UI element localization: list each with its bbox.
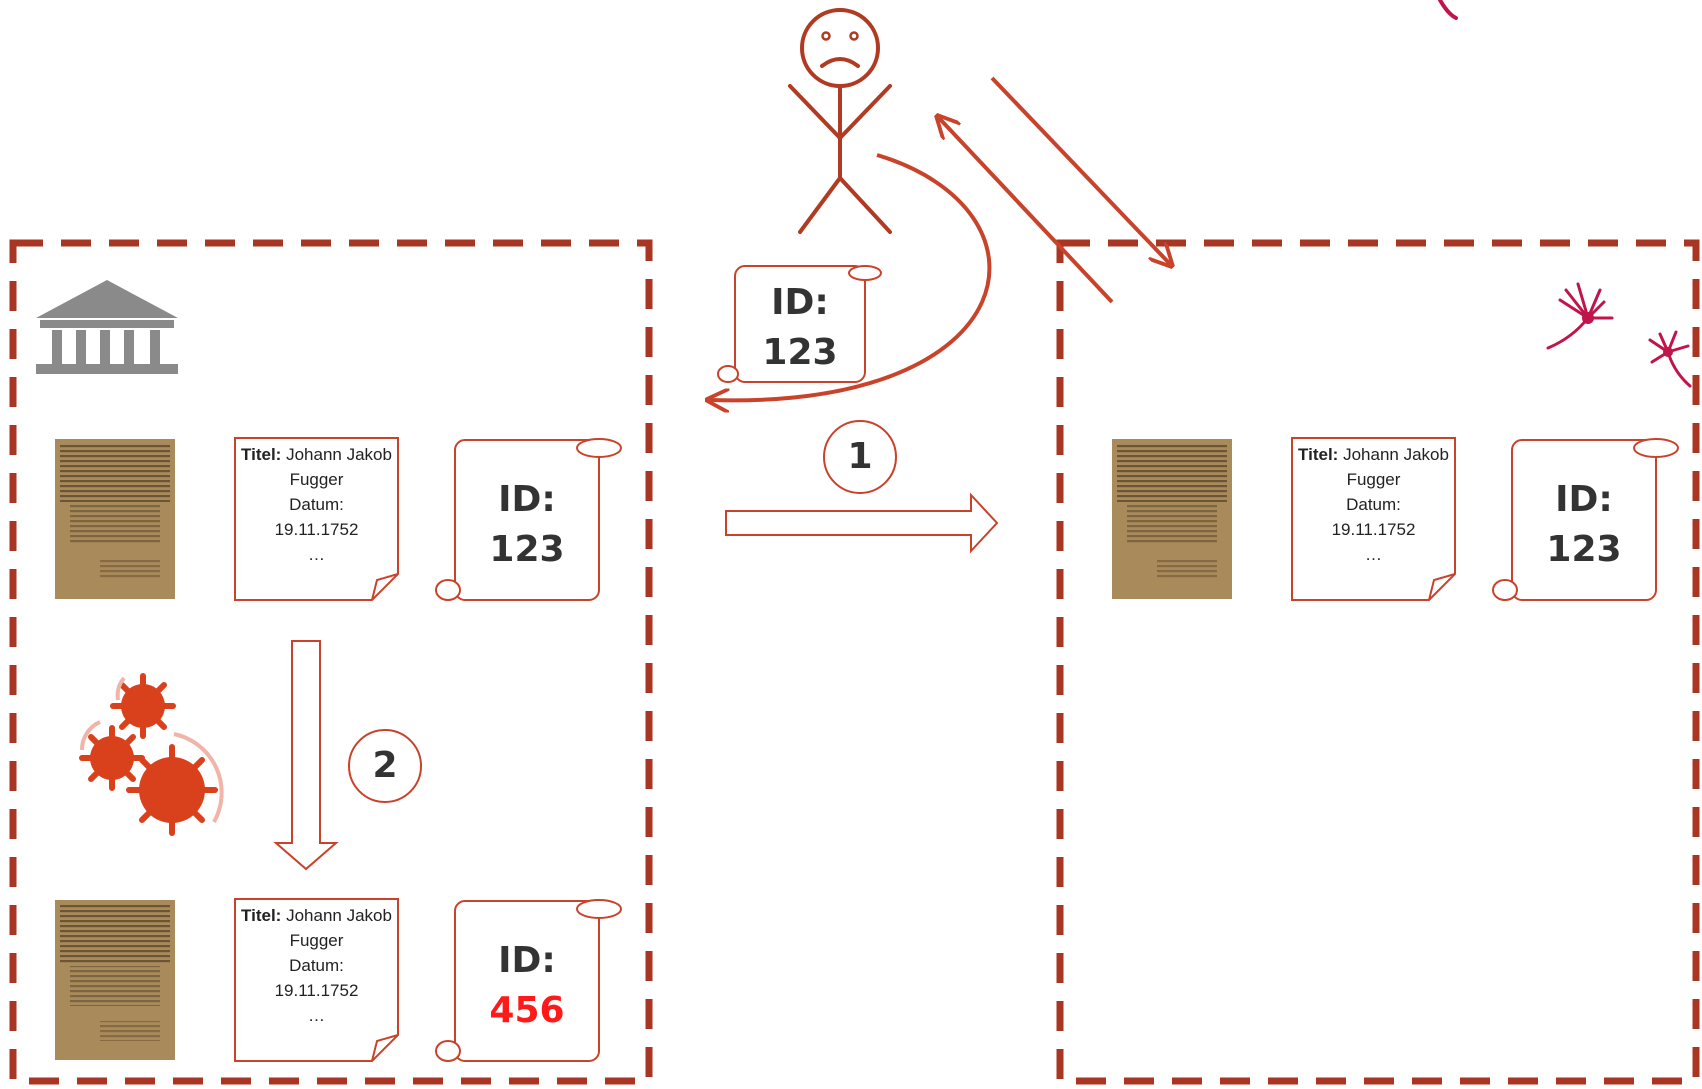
id-value: 123 — [455, 525, 599, 575]
migration-arrow — [276, 641, 336, 869]
institution-icon — [36, 280, 178, 374]
metadata-date-value: 19.11.1752 — [1292, 517, 1455, 542]
metadata-date-label: Datum: — [1292, 492, 1455, 517]
id-label: ID: — [455, 475, 599, 525]
step-number: 1 — [823, 420, 897, 494]
right-repository-frame — [1060, 243, 1696, 1081]
request-arrow — [992, 78, 1170, 264]
document-scan-icon — [1112, 439, 1232, 599]
dandelion-logo-icon — [1440, 0, 1690, 386]
metadata-more: … — [1292, 542, 1455, 567]
document-scan-icon — [55, 900, 175, 1060]
metadata-title-line: Titel: Johann Jakob Fugger — [1292, 442, 1455, 492]
metadata-date-value: 19.11.1752 — [235, 517, 398, 542]
metadata-more: … — [235, 1003, 398, 1028]
id-scroll: ID: 456 — [455, 936, 599, 1036]
metadata-card: Titel: Johann Jakob Fugger Datum: 19.11.… — [1292, 438, 1455, 600]
id-label: ID: — [735, 278, 865, 328]
id-value: 123 — [1512, 525, 1656, 575]
id-value-new: 456 — [455, 986, 599, 1036]
step-number: 2 — [348, 729, 422, 803]
transfer-arrow — [726, 495, 997, 551]
id-label: ID: — [1512, 475, 1656, 525]
metadata-more: … — [235, 542, 398, 567]
metadata-card: Titel: Johann Jakob Fugger Datum: 19.11.… — [235, 899, 398, 1061]
metadata-date-label: Datum: — [235, 492, 398, 517]
metadata-title-line: Titel: Johann Jakob Fugger — [235, 442, 398, 492]
metadata-card: Titel: Johann Jakob Fugger Datum: 19.11.… — [235, 438, 398, 600]
id-value: 123 — [735, 328, 865, 378]
metadata-title-line: Titel: Johann Jakob Fugger — [235, 903, 398, 953]
id-scroll: ID: 123 — [735, 278, 865, 378]
metadata-date-label: Datum: — [235, 953, 398, 978]
id-scroll: ID: 123 — [455, 475, 599, 575]
id-label: ID: — [455, 936, 599, 986]
gears-icon — [82, 676, 222, 833]
id-scroll: ID: 123 — [1512, 475, 1656, 575]
sad-user-icon — [790, 10, 890, 232]
metadata-date-value: 19.11.1752 — [235, 978, 398, 1003]
document-scan-icon — [55, 439, 175, 599]
